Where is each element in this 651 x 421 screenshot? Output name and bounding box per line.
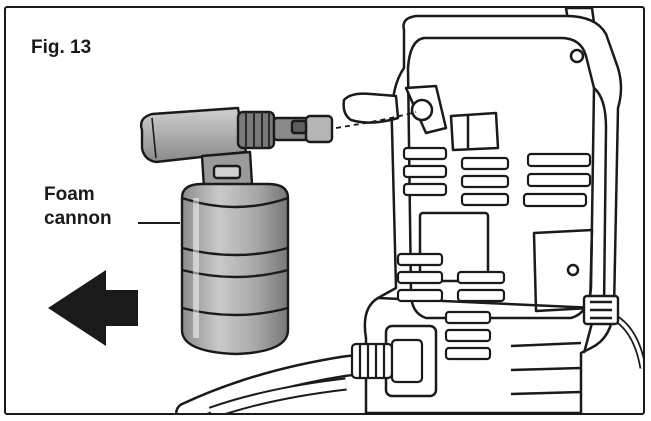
foam-cannon-icon [139, 106, 334, 356]
figure-frame: Fig. 13 Foam cannon [4, 6, 645, 415]
vents-middle [456, 156, 510, 303]
figure-title: Fig. 13 [31, 37, 92, 58]
power-plug-icon [582, 294, 643, 369]
illustration [48, 8, 643, 413]
guide-line [335, 111, 417, 129]
pressure-washer-icon [342, 8, 623, 413]
vents-right [522, 152, 592, 208]
callout-line-1: Foam [44, 184, 95, 205]
arrow-left-icon [48, 270, 138, 346]
hose-icon [175, 338, 424, 413]
callout-line-2: cannon [44, 208, 112, 229]
foam-cannon-callout: Foam cannon [44, 183, 112, 231]
vents-left [396, 146, 492, 361]
